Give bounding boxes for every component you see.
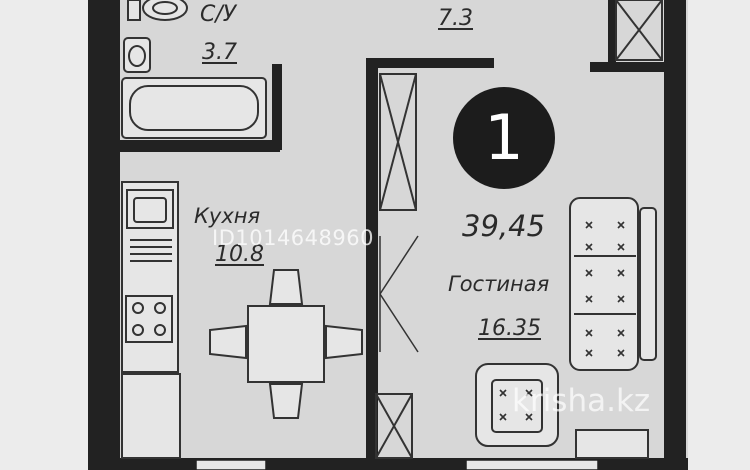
sofa [569, 197, 657, 371]
living-closet [375, 393, 413, 459]
wall-living-top-right [590, 62, 666, 72]
room-count-badge: 1 [453, 87, 555, 189]
dining-table [209, 269, 363, 419]
kitchen-counter [121, 181, 179, 373]
margin-right [688, 0, 750, 470]
hall-area: 7.3 [438, 6, 473, 31]
total-area: 39,45 [462, 209, 546, 243]
wall-left [88, 0, 120, 470]
wall-shaft [608, 0, 616, 64]
wall-kitchen-living [366, 58, 378, 458]
toilet [127, 0, 188, 21]
living-door [379, 235, 419, 353]
wall-bath-door [272, 64, 282, 150]
wall-living-top [366, 58, 494, 68]
hall-wardrobe [379, 73, 417, 211]
kitchen-area: 10.8 [215, 242, 264, 267]
armchair-stitching [499, 389, 533, 421]
kitchen-label: Кухня [194, 204, 261, 228]
site-watermark: krisha.kz [512, 383, 651, 419]
fridge [121, 373, 181, 459]
tv-stand [575, 429, 649, 459]
living-room-label: Гостиная [448, 272, 550, 296]
sofa-stitching [585, 221, 625, 357]
bathtub [121, 77, 267, 139]
ventilation-shaft [615, 0, 663, 61]
bathroom-area: 3.7 [202, 40, 237, 65]
living-room-area: 16.35 [478, 316, 541, 341]
margin-left [0, 0, 90, 470]
wall-right [664, 0, 686, 470]
bathroom-label: С/У [200, 2, 237, 27]
window-kitchen [195, 459, 267, 470]
window-living [465, 459, 599, 470]
listing-id-watermark: ID1014648960 [212, 226, 374, 250]
wall-bath-kitchen [120, 140, 280, 152]
bathroom-sink [123, 37, 151, 73]
